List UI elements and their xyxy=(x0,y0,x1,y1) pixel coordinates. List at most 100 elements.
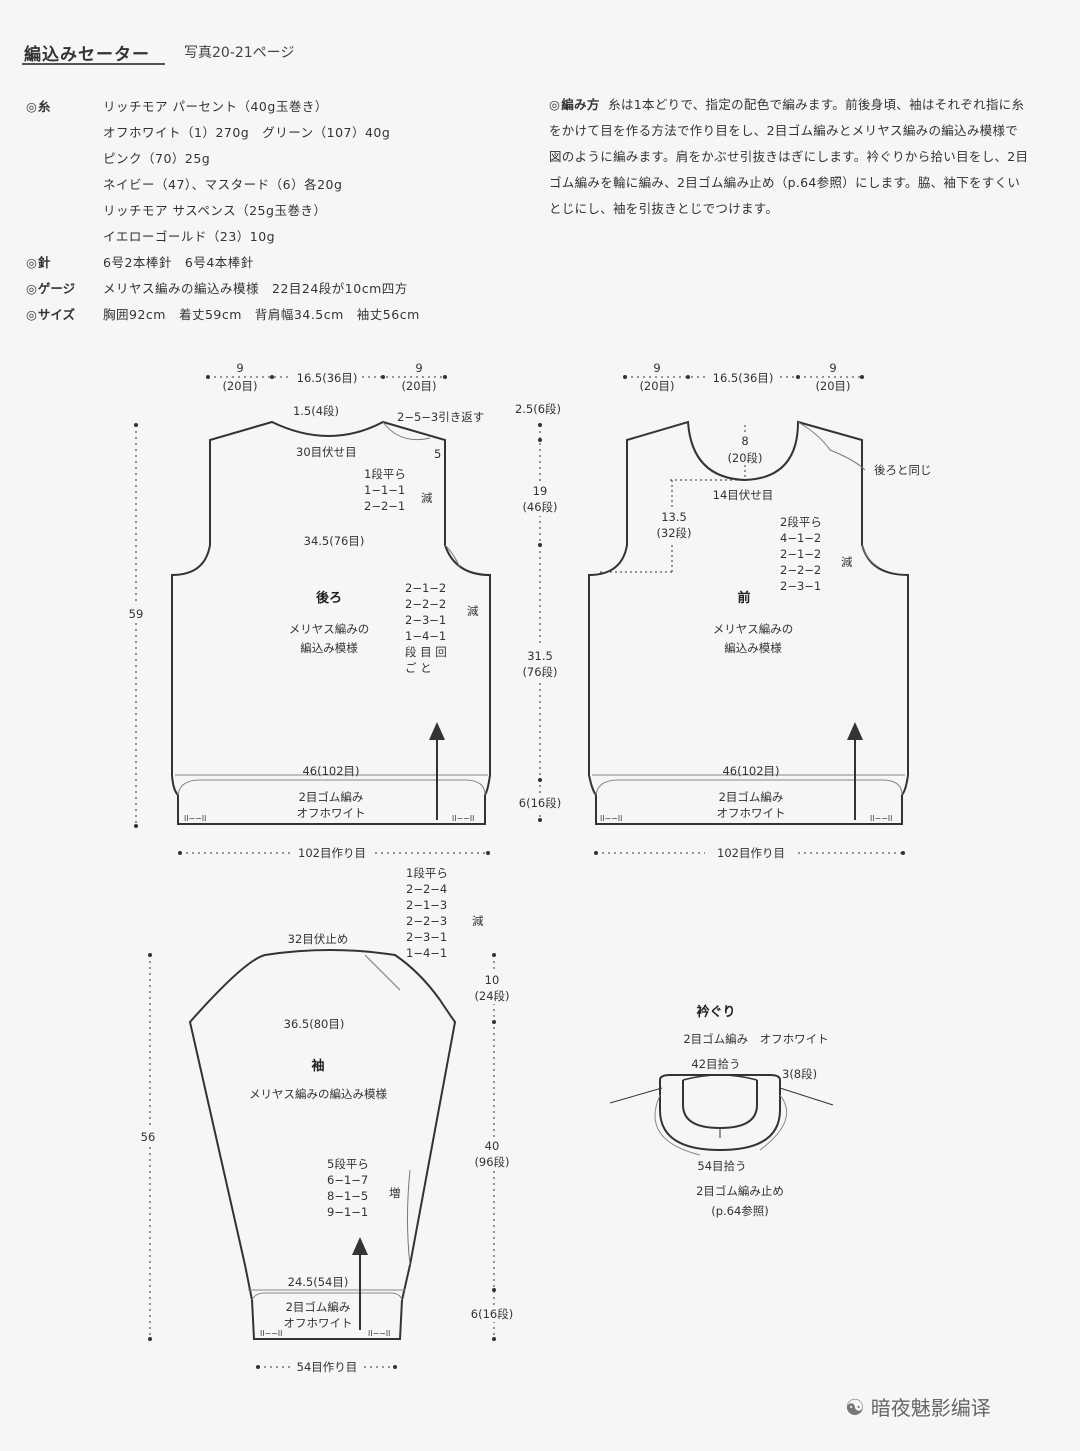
yarn-line: リッチモア パーセント（40g玉巻き） xyxy=(103,99,328,114)
back-name: 後ろ xyxy=(316,590,342,606)
back-width-body: 46(102目) xyxy=(302,764,359,778)
back-yoke-h: 19 xyxy=(533,484,548,498)
back-top-mid: 16.5(36目) xyxy=(297,371,358,385)
sleeve-rib-1: 2目ゴム編み xyxy=(286,1300,351,1314)
back-cast-on: 102目作り目 xyxy=(298,846,366,860)
back-neck-shape: 2−5−3引き返す xyxy=(397,410,484,424)
front-yoke-rows: (32段) xyxy=(656,526,691,540)
back-rib-mark-right: ll−−ll xyxy=(452,814,474,823)
sleeve-rib-mark-right: ll−−ll xyxy=(368,1329,390,1338)
front-top-left: 9 xyxy=(653,361,660,375)
front-top-mid: 16.5(36目) xyxy=(713,371,774,385)
sleeve-cap-dec-4: 2−3−1 xyxy=(406,930,447,944)
front-outline xyxy=(588,420,909,825)
back-neck-dec-2: 2−2−1 xyxy=(364,499,405,513)
back-rib-curve xyxy=(177,779,486,796)
back-pattern-2: 編込み模様 xyxy=(300,641,358,655)
yarn-label: 糸 xyxy=(26,96,51,115)
back-armhole-dec-3: 1−4−1 xyxy=(405,629,446,643)
yarn-line: ピンク（70）25g xyxy=(103,151,211,166)
back-neck-dec-0: 1段平ら xyxy=(364,467,406,481)
sleeve-width-top: 36.5(80目) xyxy=(284,1017,345,1031)
front-neck-depth-rows: (20段) xyxy=(727,451,762,465)
back-top-left-sub: (20目) xyxy=(222,379,257,393)
back-shoulder-drop: 2.5(6段) xyxy=(515,402,561,416)
watermark-text: 暗夜魅影编译 xyxy=(870,1396,991,1420)
title-underline xyxy=(22,63,165,65)
sleeve-cap-dec-3: 2−2−3 xyxy=(406,914,447,928)
back-armhole-note: 段 目 回 xyxy=(405,645,447,659)
sleeve-name: 袖 xyxy=(311,1058,324,1074)
front-rib-2: オフホワイト xyxy=(717,806,786,820)
sleeve-cap-bind: 32目伏止め xyxy=(288,932,349,946)
front-width-body: 46(102目) xyxy=(722,764,779,778)
collar-pick-back: 42目拾う xyxy=(691,1057,740,1071)
needle-value: 6号2本棒針 6号4本棒針 xyxy=(103,255,254,270)
sleeve-inc-0: 5段平ら xyxy=(327,1157,369,1171)
sleeve-cap-h: 10 xyxy=(485,973,500,987)
instructions-label: 編み方 xyxy=(549,97,600,112)
sleeve-inc-2: 8−1−5 xyxy=(327,1189,368,1203)
sleeve-rib-mark-left: ll−−ll xyxy=(260,1329,282,1338)
front-top-right: 9 xyxy=(829,361,836,375)
front-pattern-2: 編込み模様 xyxy=(724,641,782,655)
front-neck-dec-3: 2−2−2 xyxy=(780,563,821,577)
collar-ref: (p.64参照) xyxy=(711,1204,769,1218)
back-armhole-dec-label: 減 xyxy=(467,604,479,618)
sleeve-cap-dec-1: 2−2−4 xyxy=(406,882,447,896)
back-rib-1: 2目ゴム編み xyxy=(299,790,364,804)
size-label: サイズ xyxy=(26,304,75,323)
front-yoke-h: 13.5 xyxy=(661,510,687,524)
sleeve-outline xyxy=(188,949,457,1340)
front-rib-mark-left: ll−−ll xyxy=(600,814,622,823)
sleeve-pattern: メリヤス編みの編込み模様 xyxy=(249,1087,387,1101)
back-pattern-1: メリヤス編みの xyxy=(289,622,370,636)
sleeve-dec-label: 減 xyxy=(472,914,484,928)
back-armhole-dec-2: 2−3−1 xyxy=(405,613,446,627)
front-piece: 9 (20目) 16.5(36目) 9 (20目) 8 (20段) 14目伏せ目… xyxy=(588,361,932,860)
front-pattern-1: メリヤス編みの xyxy=(713,622,794,636)
sleeve-inc-1: 6−1−7 xyxy=(327,1173,368,1187)
watermark: ☯暗夜魅影编译 xyxy=(845,1392,991,1421)
back-outline xyxy=(171,420,491,825)
collar-title: 衿ぐり xyxy=(696,1004,735,1020)
sleeve-rib-2: オフホワイト xyxy=(284,1316,353,1330)
back-armhole-dec-1: 2−2−2 xyxy=(405,597,446,611)
page-title: 編込みセーター xyxy=(24,45,150,65)
collar-bind-off: 2目ゴム編み止め xyxy=(696,1184,784,1198)
front-rib-1: 2目ゴム編み xyxy=(719,790,784,804)
back-rib-2: オフホワイト xyxy=(297,806,366,820)
sleeve-cap-dec-5: 1−4−1 xyxy=(406,946,447,960)
back-piece: 9 (20目) 16.5(36目) 9 (20目) 1.5(4段) 2−5−3引… xyxy=(124,361,570,860)
back-neck-dec-5: 5 xyxy=(434,447,441,461)
sleeve-cap-dec-2: 2−1−3 xyxy=(406,898,447,912)
front-neck-dec-2: 2−1−2 xyxy=(780,547,821,561)
back-neck-dec-label: 減 xyxy=(421,491,433,505)
sleeve-inc-label: 増 xyxy=(389,1186,401,1200)
needle-label: 針 xyxy=(26,252,51,271)
sleeve-cast-on: 54目作り目 xyxy=(297,1360,358,1374)
back-top-left: 9 xyxy=(236,361,243,375)
back-rib-h: 6(16段) xyxy=(519,796,561,810)
back-armhole-leader xyxy=(444,544,461,569)
front-neck-dec-1: 4−1−2 xyxy=(780,531,821,545)
sleeve-width-bottom: 24.5(54目) xyxy=(288,1275,349,1289)
yarn-line: ネイビー（47）、マスタード（6）各20g xyxy=(103,177,343,192)
front-neck-depth: 8 xyxy=(741,434,748,448)
front-top-right-sub: (20目) xyxy=(815,379,850,393)
sleeve-inc-3: 9−1−1 xyxy=(327,1205,368,1219)
sleeve-body-rows: (96段) xyxy=(474,1155,509,1169)
instructions-text: 編み方 糸は1本どりで、指定の配色で編みます。前後身頃、袖はそれぞれ指に糸をかけ… xyxy=(549,92,1029,222)
back-neck-dec-1: 1−1−1 xyxy=(364,483,405,497)
back-armhole-note2: ご と xyxy=(405,661,432,675)
gauge-value: メリヤス編みの編込み模様 22目24段が10cm四方 xyxy=(103,281,408,296)
front-top-left-sub: (20目) xyxy=(639,379,674,393)
sleeve-body-h: 40 xyxy=(485,1139,500,1153)
back-yoke-rows: (46段) xyxy=(522,500,557,514)
photo-reference: 写真20-21ページ xyxy=(184,45,295,61)
chat-bubble-icon: ☯ xyxy=(845,1396,865,1421)
yarn-line: オフホワイト（1）270g グリーン（107）40g xyxy=(103,125,391,140)
front-cast-on: 102目作り目 xyxy=(717,846,785,860)
yarn-line: イエローゴールド（23）10g xyxy=(103,229,276,244)
back-armhole-dec-0: 2−1−2 xyxy=(405,581,446,595)
